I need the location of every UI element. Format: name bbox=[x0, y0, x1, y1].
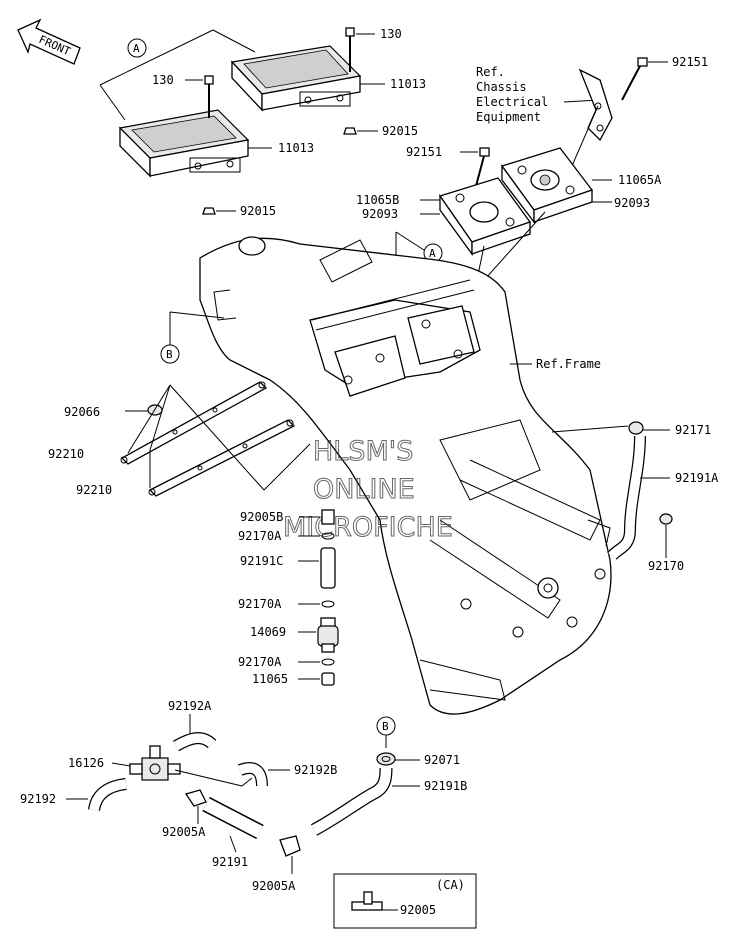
callout-a-top: A bbox=[99, 29, 256, 121]
damper-block-11065a bbox=[500, 147, 612, 224]
hose-92192a bbox=[173, 732, 217, 752]
label-92191: 92191 bbox=[212, 855, 248, 869]
svg-text:Equipment: Equipment bbox=[476, 110, 541, 124]
label-92005A-1: 92005A bbox=[162, 825, 206, 839]
svg-text:ONLINE: ONLINE bbox=[313, 474, 415, 505]
grommet-92015-top-icon bbox=[343, 127, 378, 135]
label-92093-left: 92093 bbox=[362, 207, 398, 221]
label-92093-right: 92093 bbox=[614, 196, 650, 210]
label-92191C: 92191C bbox=[240, 554, 283, 568]
grommet-92071-icon bbox=[376, 752, 420, 766]
label-92005: 92005 bbox=[400, 903, 436, 917]
strap-92210-lower bbox=[148, 419, 296, 497]
clamp-92171-icon bbox=[551, 421, 670, 435]
label-11065: 11065 bbox=[252, 672, 288, 686]
label-11065B: 11065B bbox=[356, 193, 399, 207]
hose-92191c bbox=[298, 547, 336, 589]
fitting-92005b-icon bbox=[299, 509, 335, 525]
label-92151-mid: 92151 bbox=[406, 145, 442, 159]
clamp-92170-icon bbox=[659, 513, 673, 558]
label-92005B: 92005B bbox=[240, 510, 283, 524]
svg-text:HLSM'S: HLSM'S bbox=[313, 436, 413, 467]
hose-92192 bbox=[66, 778, 127, 812]
front-arrow-icon: FRONT bbox=[17, 18, 81, 65]
label-92191A: 92191A bbox=[675, 471, 719, 485]
svg-text:Electrical: Electrical bbox=[476, 95, 548, 109]
valve-14069 bbox=[298, 617, 339, 653]
main-frame bbox=[199, 236, 612, 715]
clip-92170a-2-icon bbox=[298, 600, 335, 608]
watermark: HLSM'S ONLINE MICROFICHE bbox=[283, 436, 454, 544]
hose-92191 bbox=[202, 796, 264, 853]
svg-text:A: A bbox=[429, 247, 436, 260]
label-92171: 92171 bbox=[675, 423, 711, 437]
strap-92210-upper bbox=[120, 381, 268, 465]
bolt-92151-top-icon bbox=[621, 57, 668, 101]
label-14069: 14069 bbox=[250, 625, 286, 639]
svg-text:A: A bbox=[133, 42, 140, 55]
label-92191B: 92191B bbox=[424, 779, 467, 793]
valve-16126 bbox=[111, 745, 253, 787]
callout-b-left: B bbox=[160, 311, 225, 364]
fitting-92005a-1-icon bbox=[184, 789, 207, 824]
label-16126: 16126 bbox=[68, 756, 104, 770]
bolt-130-top-icon bbox=[345, 27, 375, 72]
label-130-left: 130 bbox=[152, 73, 174, 87]
ecu-unit-left bbox=[118, 109, 250, 178]
label-11013-left: 11013 bbox=[278, 141, 314, 155]
callout-b-bottom: B bbox=[376, 716, 396, 748]
label-ref-frame: Ref.Frame bbox=[536, 357, 601, 371]
label-92170A-1: 92170A bbox=[238, 529, 282, 543]
grommet-92015-left-icon bbox=[202, 207, 236, 215]
label-92210-b: 92210 bbox=[76, 483, 112, 497]
fitting-92005a-2-icon bbox=[279, 835, 301, 874]
label-130-top: 130 bbox=[380, 27, 402, 41]
label-92005A-2: 92005A bbox=[252, 879, 296, 893]
ecu-unit-top bbox=[230, 45, 362, 112]
label-92066: 92066 bbox=[64, 405, 100, 419]
ca-variant-box: (CA) 92005 bbox=[333, 873, 477, 929]
cap-11065-icon bbox=[298, 672, 335, 686]
svg-text:Ref.: Ref. bbox=[476, 65, 505, 79]
svg-text:B: B bbox=[382, 720, 389, 733]
ca-label: (CA) bbox=[436, 878, 465, 892]
bolt-130-left-icon bbox=[185, 75, 214, 118]
label-92151-top: 92151 bbox=[672, 55, 708, 69]
label-92192B: 92192B bbox=[294, 763, 337, 777]
label-92192A: 92192A bbox=[168, 699, 212, 713]
bolt-92151-mid-icon bbox=[460, 147, 490, 187]
svg-text:Chassis: Chassis bbox=[476, 80, 527, 94]
label-11065A: 11065A bbox=[618, 173, 662, 187]
label-92192: 92192 bbox=[20, 792, 56, 806]
svg-text:B: B bbox=[166, 348, 173, 361]
damper-block-11065b bbox=[420, 177, 532, 256]
label-92170A-3: 92170A bbox=[238, 655, 282, 669]
clip-92170a-1-icon bbox=[298, 532, 335, 540]
label-92170A-2: 92170A bbox=[238, 597, 282, 611]
label-92015-top: 92015 bbox=[382, 124, 418, 138]
hose-92192b bbox=[237, 762, 290, 787]
strap-leaders bbox=[127, 384, 311, 491]
clip-92170a-3-icon bbox=[298, 658, 335, 666]
label-92071: 92071 bbox=[424, 753, 460, 767]
ref-chassis-note: Ref. Chassis Electrical Equipment bbox=[476, 65, 601, 124]
label-11013-top: 11013 bbox=[390, 77, 426, 91]
label-92170: 92170 bbox=[648, 559, 684, 573]
hose-92191a bbox=[607, 435, 670, 561]
label-92210-a: 92210 bbox=[48, 447, 84, 461]
hose-92191b bbox=[310, 767, 420, 836]
tee-fitting-92005-icon bbox=[351, 891, 398, 911]
label-92015-left: 92015 bbox=[240, 204, 276, 218]
